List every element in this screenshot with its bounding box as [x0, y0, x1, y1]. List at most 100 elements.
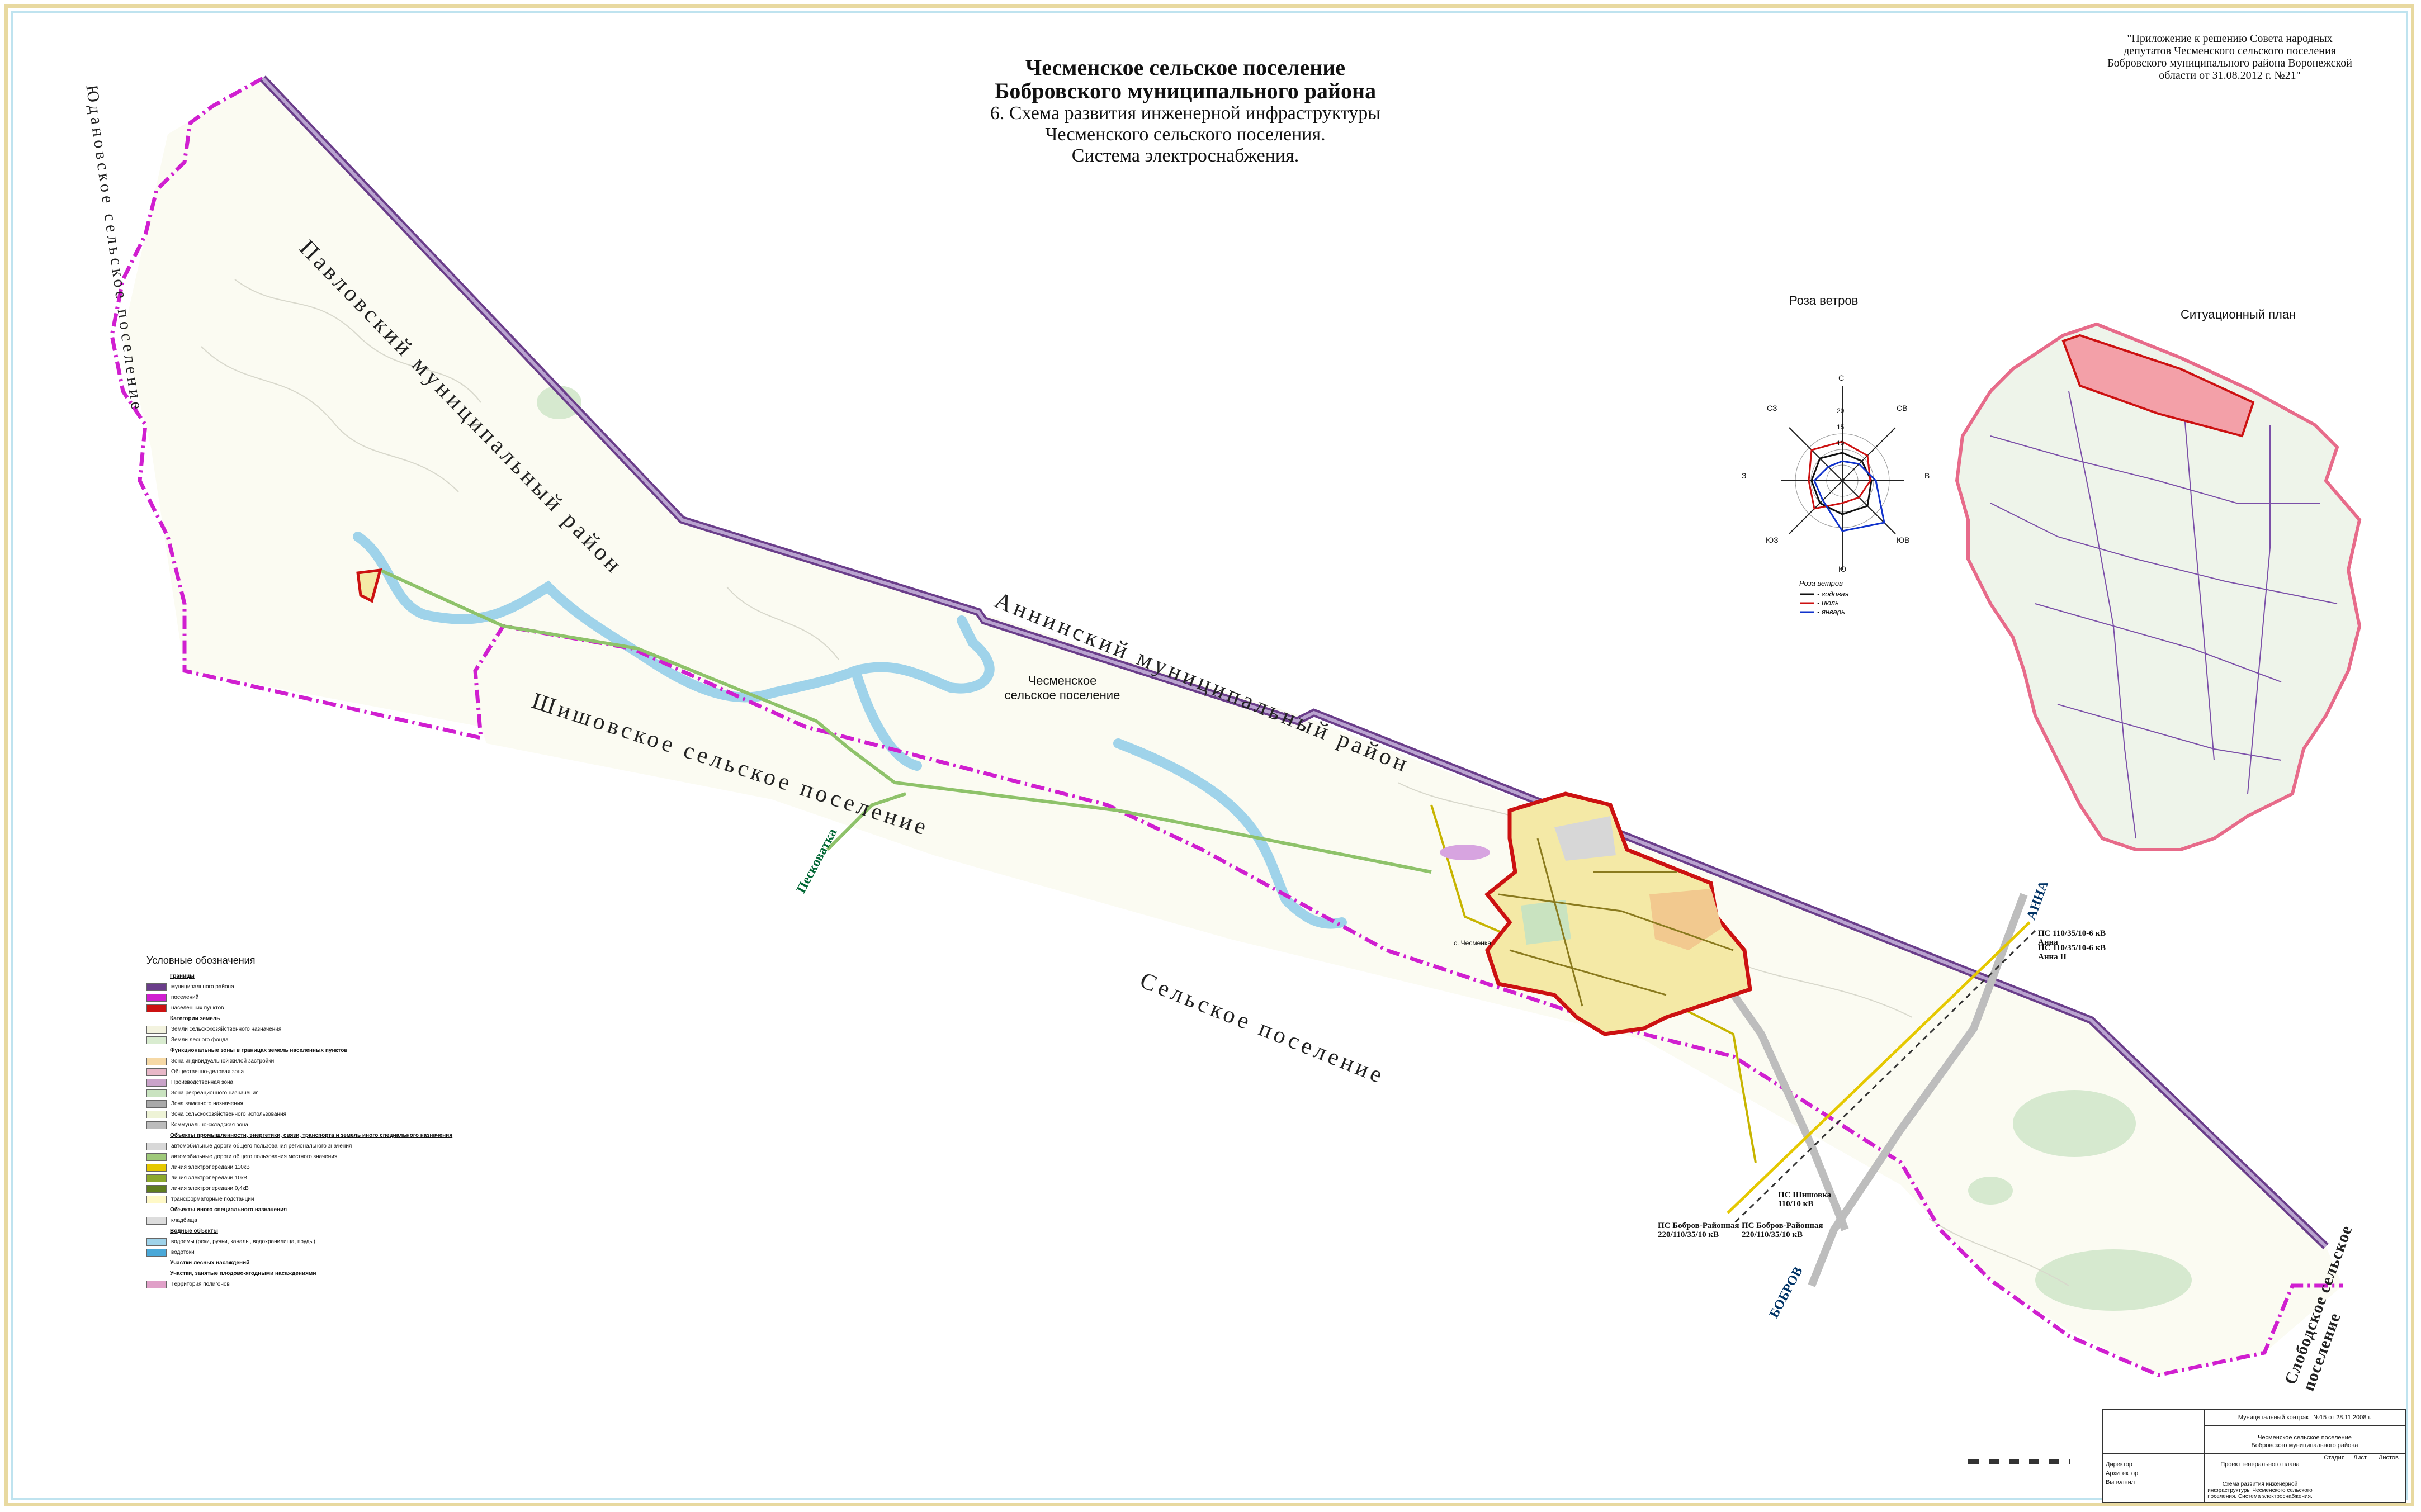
legend-swatch	[146, 1078, 167, 1087]
legend-text: Производственная зона	[171, 1079, 234, 1086]
legend-swatch	[146, 1068, 167, 1076]
legend-text: водотоки	[171, 1249, 195, 1255]
rose-dir-e: В	[1924, 471, 1930, 480]
legend-swatch	[146, 1153, 167, 1161]
legend-row: водотоки	[146, 1247, 538, 1258]
settlement-territory	[123, 78, 2343, 1375]
rose-tick-10: 10	[1837, 439, 1845, 447]
stamp-role-2: Архитектор	[2106, 1470, 2139, 1477]
regional-road	[1808, 893, 2028, 1287]
legend-text: автомобильные дороги общего пользования …	[171, 1143, 352, 1149]
legend-text: линия электропередачи 10кВ	[171, 1175, 247, 1181]
legend-row: Производственная зона	[146, 1077, 538, 1088]
legend-text: Зона индивидуальной жилой застройки	[171, 1058, 275, 1064]
rose-dir-ne: СВ	[1897, 404, 1908, 413]
legend-text: муниципального района	[171, 984, 234, 990]
rose-legend-title: Роза ветров	[1799, 579, 1843, 587]
legend-swatch	[146, 1099, 167, 1108]
legend-row: водоемы (реки, ручьи, каналы, водохранил…	[146, 1236, 538, 1247]
legend-text: Участки лесных насаждений	[170, 1260, 250, 1266]
legend-title: Условные обозначения	[146, 955, 256, 966]
legend-text: Участки, занятые плодово-ягодными насажд…	[170, 1271, 316, 1277]
legend-row: поселений	[146, 992, 538, 1003]
legend-swatch	[146, 1121, 167, 1129]
legend-text: Коммунально-складская зона	[171, 1122, 248, 1128]
situation-plan-highlight	[2061, 334, 2255, 438]
legend-swatch	[146, 1248, 167, 1257]
legend-swatch	[146, 1184, 167, 1193]
settlement-label: Чесменское сельское поселение	[1001, 674, 1124, 703]
legend-row: Зона заметного назначения	[146, 1098, 538, 1109]
village-zone	[1521, 900, 1571, 945]
legend-row: Зона индивидуальной жилой застройки	[146, 1056, 538, 1067]
legend-heading: Функциональные зоны в границах земель на…	[146, 1045, 538, 1056]
scale-bar	[1968, 1459, 2070, 1464]
ps-shishovka-line-2: 110/10 кВ	[1778, 1200, 1814, 1208]
village-zone	[1649, 889, 1722, 950]
ps-bobrov1-line-2: 220/110/35/10 кВ	[1658, 1230, 1719, 1239]
rose-dir-se: ЮВ	[1897, 535, 1910, 544]
legend-heading: Объекты иного специального назначения	[146, 1205, 538, 1215]
title-line-4: Чесменского сельского поселения.	[1045, 124, 1326, 145]
stamp-org-1: Чесменское сельское поселение	[2258, 1434, 2352, 1441]
stamp-sheet-title: Схема развития инженерной инфраструктуры…	[2207, 1481, 2313, 1500]
rose-july	[1808, 440, 1871, 510]
legend-heading: Объекты промышленности, энергетики, связ…	[146, 1130, 538, 1141]
title-block: Муниципальный контракт №15 от 28.11.2008…	[2102, 1409, 2406, 1503]
legend-swatch	[146, 1110, 167, 1118]
legend-text: населенных пунктов	[171, 1005, 224, 1011]
rose-dir-sw: ЮЗ	[1766, 535, 1779, 544]
stamp-org-2: Бобровского муниципального района	[2251, 1442, 2358, 1449]
legend-swatch	[146, 1163, 167, 1172]
rose-dir-nw: СЗ	[1767, 404, 1777, 413]
legend-row: населенных пунктов	[146, 1003, 538, 1013]
legend-swatch	[146, 1004, 167, 1012]
rose-dir-w: З	[1742, 471, 1747, 480]
rose-legend-lines	[1800, 593, 1814, 613]
legend-row: Территория полигонов	[146, 1279, 538, 1290]
legend-row: кладбища	[146, 1215, 538, 1226]
ps-bobrov2-line-2: 220/110/35/10 кВ	[1742, 1230, 1803, 1239]
forest-area	[2035, 1249, 2192, 1311]
legend-heading: Водные объекты	[146, 1226, 538, 1236]
legend-text: Категории земель	[170, 1016, 220, 1022]
stamp-project: Проект генерального плана	[2220, 1461, 2300, 1468]
legend-swatch	[146, 993, 167, 1002]
legend-swatch	[146, 1025, 167, 1034]
village-boundary	[1484, 791, 1752, 1036]
legend-heading: Участки лесных насаждений	[146, 1258, 538, 1268]
ps-anna-line-1: ПС 110/35/10-6 кВ	[2038, 929, 2106, 938]
outer-frame	[4, 4, 2414, 1506]
inner-frame	[11, 11, 2408, 1500]
legend-row: Земли сельскохозяйственного назначения	[146, 1024, 538, 1035]
settlement-label-2: сельское поселение	[1004, 688, 1120, 702]
legend-text: Зона заметного назначения	[171, 1101, 243, 1107]
rose-legend-january: - январь	[1817, 608, 1845, 616]
approval-note: "Приложение к решению Совета народных де…	[2073, 32, 2386, 82]
power-line-110	[1727, 921, 2031, 1214]
legend-swatch	[146, 1195, 167, 1203]
map-title: Чесменское сельское поселение Бобровског…	[906, 56, 1465, 167]
rose-tick-20: 20	[1837, 407, 1845, 415]
local-road	[379, 568, 1432, 874]
legend-swatch	[146, 1057, 167, 1065]
legend-text: водоемы (реки, ручьи, каналы, водохранил…	[171, 1239, 315, 1245]
legend-row: Зона рекреационного назначения	[146, 1088, 538, 1098]
ps-anna2-line-1: ПС 110/35/10-6 кВ	[2038, 944, 2106, 952]
situation-plan-title: Ситуационный план	[2181, 307, 2296, 321]
forest-area	[537, 386, 581, 419]
stamp-contract: Муниципальный контракт №15 от 28.11.2008…	[2238, 1414, 2372, 1421]
approval-line-2: депутатов Чесменского сельского поселени…	[2124, 45, 2336, 57]
stamp-col-sheet: Лист	[2353, 1454, 2367, 1461]
legend-row: автомобильные дороги общего пользования …	[146, 1141, 538, 1151]
village-streets	[1498, 838, 1734, 1007]
approval-line-4: области от 31.08.2012 г. №21"	[2159, 69, 2301, 82]
ps-shishovka-line-1: ПС Шишовка	[1778, 1191, 1832, 1200]
legend-text: поселений	[171, 994, 199, 1001]
